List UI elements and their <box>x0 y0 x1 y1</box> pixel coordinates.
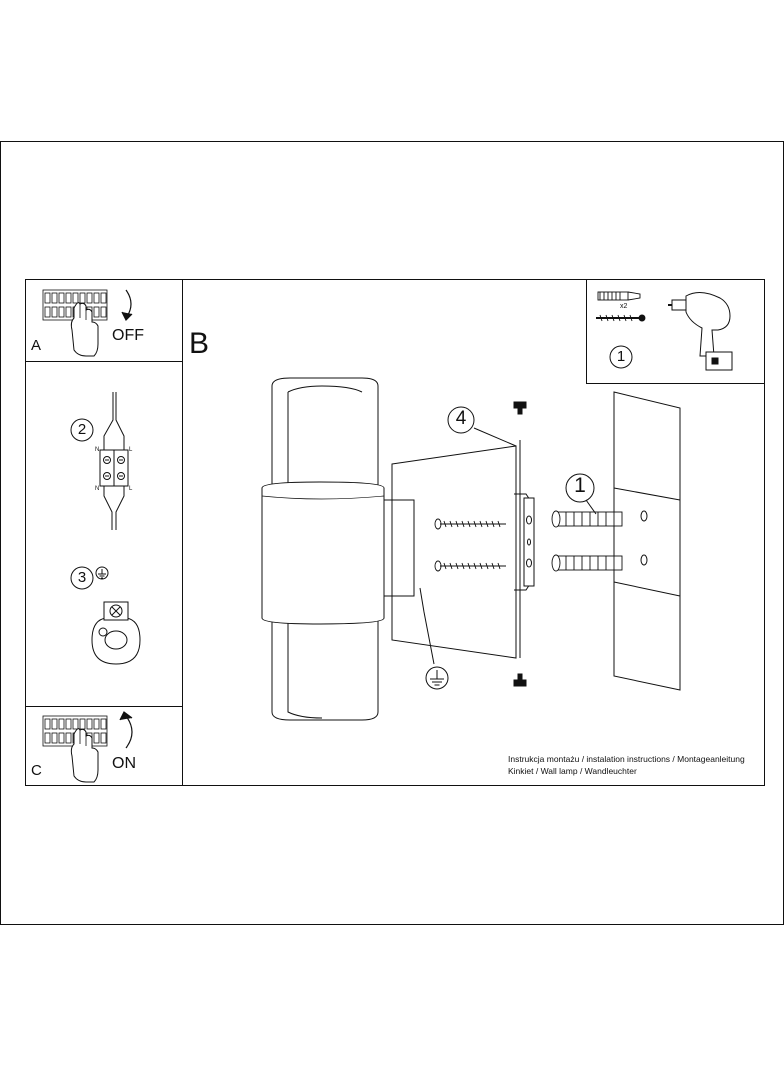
callout-leader-4 <box>473 427 517 447</box>
breaker-switch <box>44 292 51 304</box>
callout-1-dowels-label: 1 <box>574 474 586 497</box>
terminal-n-bottom: N <box>95 486 100 492</box>
breaker-switch <box>72 292 79 304</box>
breaker-switch <box>65 292 72 304</box>
breaker-switch <box>44 718 51 730</box>
dowel-screw-kit-icon <box>596 291 646 322</box>
switch-on-arrow-icon <box>119 711 133 749</box>
step-c-state: ON <box>112 755 136 772</box>
callout-4-label: 4 <box>455 408 467 429</box>
callout-circle-2 <box>70 418 94 442</box>
breaker-switch <box>44 732 51 744</box>
callout-3-label: 3 <box>77 569 87 586</box>
callout-circle-1-dowels <box>565 473 595 503</box>
switch-off-arrow-icon <box>121 289 133 322</box>
earth-terminal-diagram <box>70 566 141 665</box>
breaker-switch <box>72 718 79 730</box>
panel-c-box <box>25 706 183 786</box>
breaker-switch <box>93 718 100 730</box>
breaker-switch <box>44 306 51 318</box>
bracket-screws <box>513 401 527 687</box>
wall-surface <box>613 391 681 691</box>
caption-line-1: Instrukcja montażu / instalation instruc… <box>508 754 745 764</box>
callout-leader-1 <box>585 499 597 515</box>
caption-line-2: Kinkiet / Wall lamp / Wandleuchter <box>508 766 637 776</box>
callout-1-tools-label: 1 <box>616 348 626 365</box>
kit-quantity: x2 <box>620 303 628 310</box>
wiring-terminal-diagram <box>70 392 129 530</box>
breaker-switch <box>93 292 100 304</box>
tools-box <box>586 279 765 384</box>
breaker-switch <box>65 718 72 730</box>
earth-symbol-icon <box>425 666 449 690</box>
callout-circle-3 <box>70 566 94 590</box>
breaker-switch <box>51 718 58 730</box>
wall-lamp <box>261 377 415 721</box>
breaker-switch <box>58 732 65 744</box>
breaker-switch <box>100 732 107 744</box>
terminal-n-top: N <box>95 447 100 453</box>
breaker-switch <box>65 732 72 744</box>
step-a-state: OFF <box>112 327 144 344</box>
callout-circle-1-tools <box>609 345 633 369</box>
breaker-switch <box>51 732 58 744</box>
breaker-switch <box>86 718 93 730</box>
step-b-letter: B <box>189 327 210 360</box>
breaker-switch <box>93 732 100 744</box>
terminal-l-top: L <box>129 447 133 453</box>
breaker-panel-off-icon <box>42 289 108 357</box>
step-c-letter: C <box>31 762 42 779</box>
terminal-l-bottom: L <box>129 486 133 492</box>
mounting-bracket <box>514 440 535 658</box>
wall-dowels <box>551 510 623 572</box>
drill-icon <box>668 292 733 371</box>
earth-symbol-small-icon <box>95 566 109 580</box>
callout-circle-4 <box>447 406 475 434</box>
breaker-switch <box>51 292 58 304</box>
breaker-switch <box>58 292 65 304</box>
breaker-switch <box>86 292 93 304</box>
breaker-switch <box>79 292 86 304</box>
long-screws <box>434 518 506 572</box>
drawing-frame <box>25 279 765 786</box>
breaker-switch <box>58 306 65 318</box>
earth-cable <box>419 587 449 690</box>
breaker-switch <box>93 306 100 318</box>
step-a-letter: A <box>31 337 42 354</box>
callout-2-label: 2 <box>77 421 87 438</box>
breaker-switch <box>100 292 107 304</box>
panel-a-box <box>25 279 183 362</box>
breaker-switch <box>100 718 107 730</box>
breaker-switch <box>51 306 58 318</box>
breaker-panel-on-icon <box>42 715 108 783</box>
breaker-switch <box>65 306 72 318</box>
breaker-switch <box>79 718 86 730</box>
breaker-switch <box>100 306 107 318</box>
breaker-switch <box>58 718 65 730</box>
